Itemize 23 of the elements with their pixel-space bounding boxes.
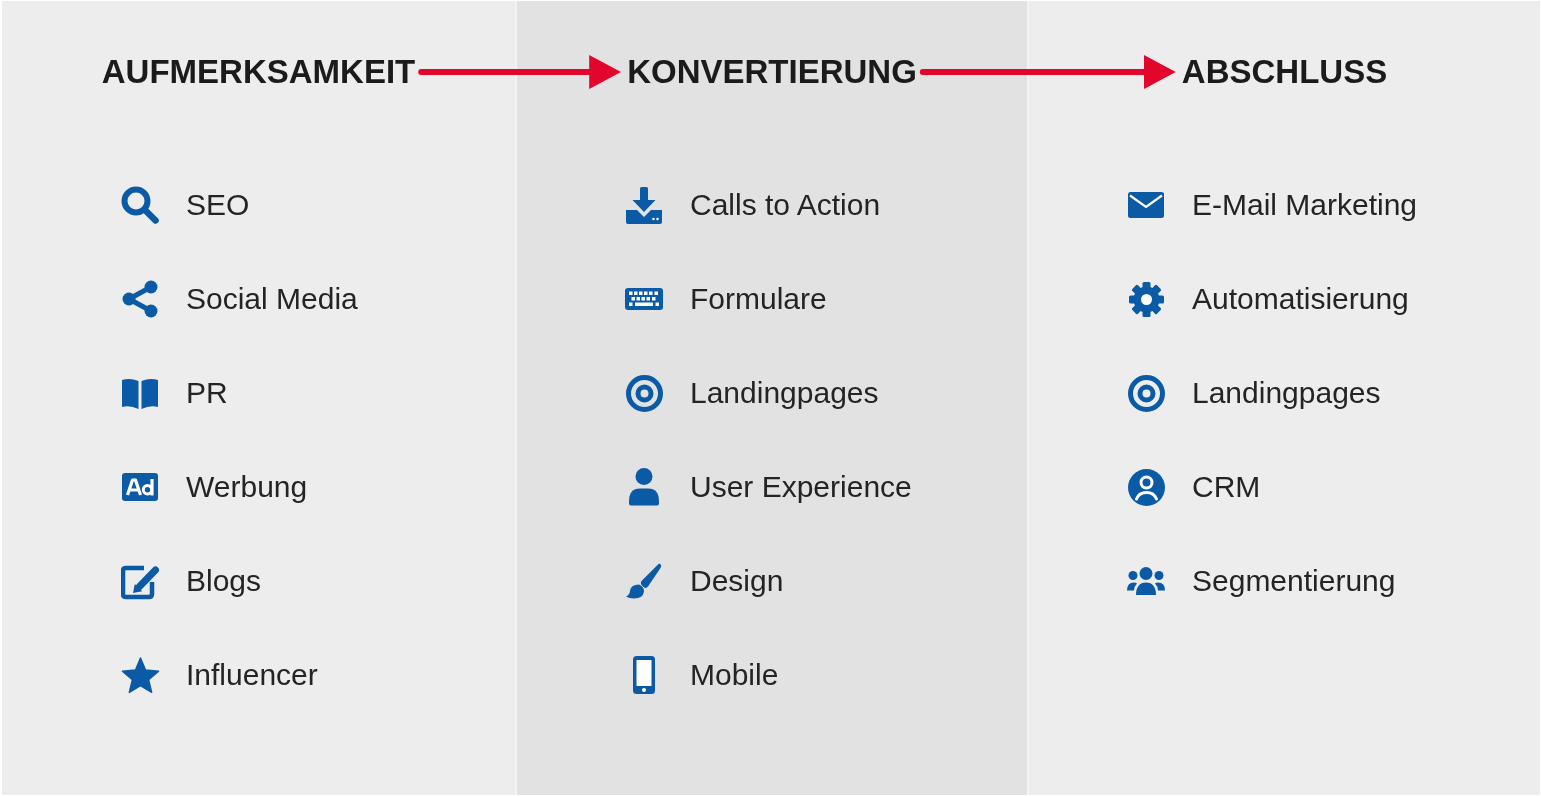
column-panel [2, 1, 515, 795]
column-panel [1027, 1, 1540, 795]
item-label: Werbung [186, 469, 308, 505]
item-label: PR [186, 375, 228, 411]
item-label: User Experience [690, 469, 912, 505]
stage-heading: ABSCHLUSS [1175, 52, 1394, 92]
item-label: Landingpages [690, 375, 879, 411]
item-label: CRM [1192, 469, 1261, 505]
item-label: SEO [186, 187, 250, 223]
item-label: Blogs [186, 563, 262, 599]
item-label: Influencer [186, 657, 318, 693]
item-label: Segmentierung [1192, 563, 1396, 599]
stage-heading: AUFMERKSAMKEIT [95, 52, 422, 92]
item-label: Landingpages [1192, 375, 1381, 411]
column-panel [515, 1, 1027, 795]
item-label: E-Mail Marketing [1192, 187, 1418, 223]
stage-heading: KONVERTIERUNG [621, 52, 923, 92]
item-label: Automatisierung [1192, 281, 1409, 317]
item-label: Mobile [690, 657, 779, 693]
item-label: Social Media [186, 281, 358, 317]
item-label: Formulare [690, 281, 827, 317]
item-label: Design [690, 563, 784, 599]
item-label: Calls to Action [690, 187, 881, 223]
